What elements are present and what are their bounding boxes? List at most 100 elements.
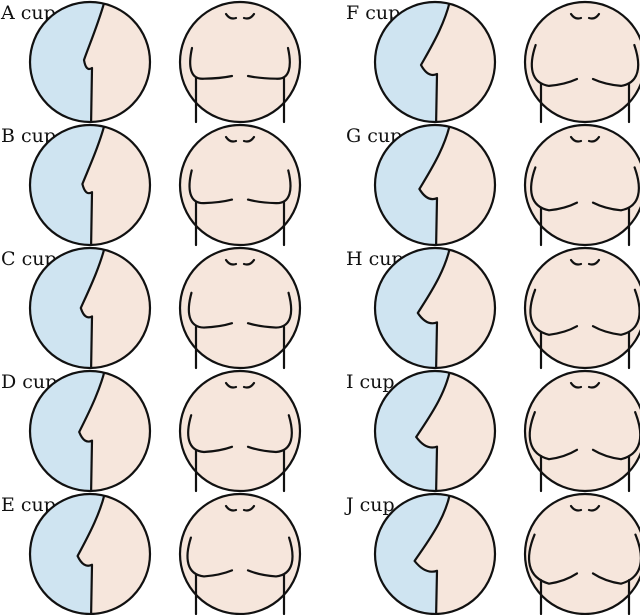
front-view-circle <box>178 0 302 124</box>
front-view-skin <box>180 371 300 491</box>
side-profile-circle <box>28 369 152 493</box>
front-view-skin <box>525 494 640 614</box>
side-profile-circle <box>373 0 497 124</box>
side-profile-contour <box>416 248 453 368</box>
front-breast-left <box>530 166 579 212</box>
front-view-skin <box>180 494 300 614</box>
front-breast-right <box>591 43 640 87</box>
front-view-circle <box>178 369 302 493</box>
cup-label: C cup <box>1 248 57 270</box>
cup-label: I cup <box>346 371 395 393</box>
front-breast-left <box>188 169 234 205</box>
front-breast-right <box>246 291 293 329</box>
front-view-circle <box>178 123 302 247</box>
collarbone-left <box>224 135 238 143</box>
side-profile-contour <box>79 248 108 368</box>
front-breast-left <box>187 291 234 329</box>
cup-group: D cup <box>1 369 302 493</box>
side-profile-circle <box>28 0 152 124</box>
collarbone-left <box>569 504 583 512</box>
collarbone-right <box>587 504 601 512</box>
front-breast-right <box>591 533 640 585</box>
collarbone-right <box>587 258 601 266</box>
front-view-circle <box>178 492 302 615</box>
front-breast-left <box>528 411 579 461</box>
front-breast-right <box>246 414 293 454</box>
cup-group: A cup <box>0 0 302 124</box>
collarbone-left <box>569 12 583 20</box>
cup-label: B cup <box>1 125 56 147</box>
cup-label: D cup <box>1 371 57 393</box>
collarbone-left <box>224 504 238 512</box>
collarbone-right <box>242 258 256 266</box>
side-profile-contour <box>78 371 108 491</box>
collarbone-right <box>587 381 601 389</box>
cup-group: B cup <box>1 123 302 247</box>
side-profile-contour <box>82 2 108 122</box>
collarbone-right <box>242 12 256 20</box>
front-breast-left <box>530 43 579 87</box>
cup-group: C cup <box>1 246 302 370</box>
front-view-skin <box>180 248 300 368</box>
front-breast-left <box>189 46 234 80</box>
front-view-skin <box>180 125 300 245</box>
side-profile-contour <box>81 125 108 245</box>
cup-label: F cup <box>346 2 400 24</box>
side-profile-circle <box>373 492 497 615</box>
side-profile-circle <box>28 492 152 615</box>
side-profile-contour <box>419 2 453 122</box>
collarbone-left <box>569 381 583 389</box>
front-view-circle <box>523 369 640 493</box>
front-breast-right <box>591 166 640 212</box>
collarbone-left <box>569 258 583 266</box>
front-breast-left <box>186 536 234 578</box>
front-breast-right <box>246 46 291 80</box>
cup-group: J cup <box>344 492 640 615</box>
collarbone-right <box>587 12 601 20</box>
side-profile-circle <box>28 123 152 247</box>
front-breast-left <box>187 414 234 454</box>
front-view-skin <box>525 248 640 368</box>
collarbone-right <box>242 504 256 512</box>
front-view-skin <box>525 125 640 245</box>
collarbone-left <box>224 258 238 266</box>
front-breast-left <box>529 288 579 336</box>
collarbone-right <box>242 135 256 143</box>
front-view-circle <box>523 246 640 370</box>
cup-label: A cup <box>0 2 56 24</box>
side-profile-circle <box>28 246 152 370</box>
front-breast-left <box>528 533 579 585</box>
collarbone-left <box>224 381 238 389</box>
front-breast-right <box>591 288 640 336</box>
front-view-skin <box>525 2 640 122</box>
cup-group: I cup <box>346 369 640 493</box>
front-breast-right <box>246 169 292 205</box>
side-profile-contour <box>415 371 453 491</box>
cup-group: G cup <box>346 123 640 247</box>
side-profile-contour <box>413 494 453 614</box>
cup-label: J cup <box>344 494 395 516</box>
cup-group: H cup <box>346 246 640 370</box>
collarbone-right <box>242 381 256 389</box>
side-profile-circle <box>373 246 497 370</box>
front-view-skin <box>525 371 640 491</box>
front-view-skin <box>180 2 300 122</box>
front-view-circle <box>523 123 640 247</box>
side-profile-contour <box>76 494 108 614</box>
cup-label: G cup <box>346 125 402 147</box>
cup-group: F cup <box>346 0 640 124</box>
front-view-circle <box>523 492 640 615</box>
cup-group: E cup <box>1 492 302 615</box>
side-profile-circle <box>373 123 497 247</box>
front-breast-right <box>246 536 294 578</box>
front-view-circle <box>523 0 640 124</box>
collarbone-left <box>569 135 583 143</box>
cup-label: E cup <box>1 494 56 516</box>
side-profile-circle <box>373 369 497 493</box>
collarbone-right <box>587 135 601 143</box>
cup-label: H cup <box>346 248 404 270</box>
collarbone-left <box>224 12 238 20</box>
front-view-circle <box>178 246 302 370</box>
side-profile-contour <box>418 125 453 245</box>
